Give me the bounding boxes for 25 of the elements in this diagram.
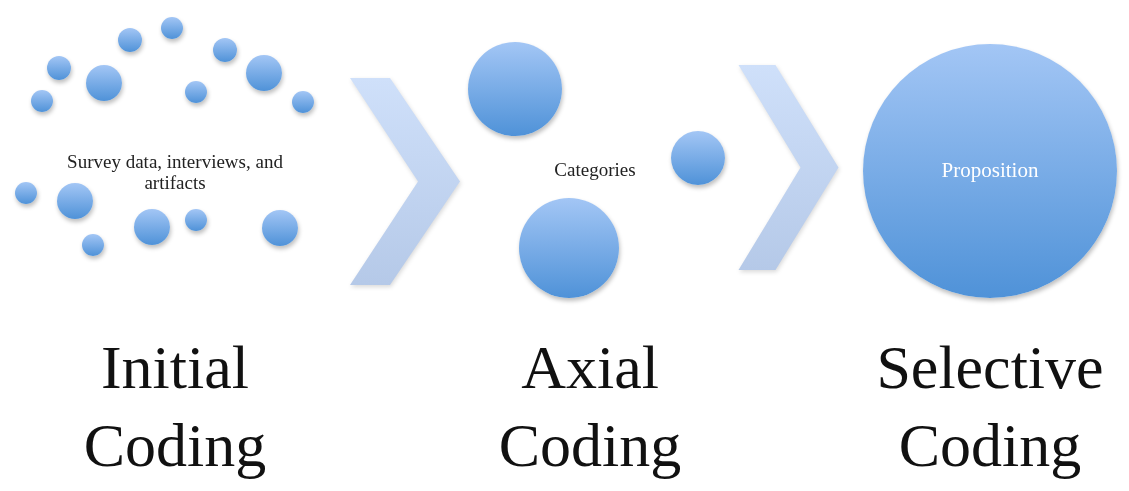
circle <box>134 209 170 245</box>
circle <box>31 90 53 112</box>
chevron-arrow <box>738 65 839 270</box>
circle <box>671 131 725 185</box>
circle <box>161 17 183 39</box>
circle <box>118 28 142 52</box>
stage-title: Axial Coding <box>497 332 683 481</box>
text-label: Categories <box>554 159 636 181</box>
circle-label: Proposition <box>941 159 1039 183</box>
circle <box>262 210 298 246</box>
circle <box>185 81 207 103</box>
stage-title: Initial Coding <box>82 332 268 481</box>
text-label: Survey data, interviews, and artifacts <box>66 152 284 194</box>
circle <box>86 65 122 101</box>
circle <box>57 183 93 219</box>
circle <box>213 38 237 62</box>
circle <box>468 42 562 136</box>
circle <box>15 182 37 204</box>
circle <box>292 91 314 113</box>
stage-title: Selective Coding <box>875 332 1105 481</box>
circle <box>246 55 282 91</box>
circle <box>82 234 104 256</box>
circle <box>47 56 71 80</box>
circle <box>185 209 207 231</box>
chevron-arrow <box>350 78 460 285</box>
